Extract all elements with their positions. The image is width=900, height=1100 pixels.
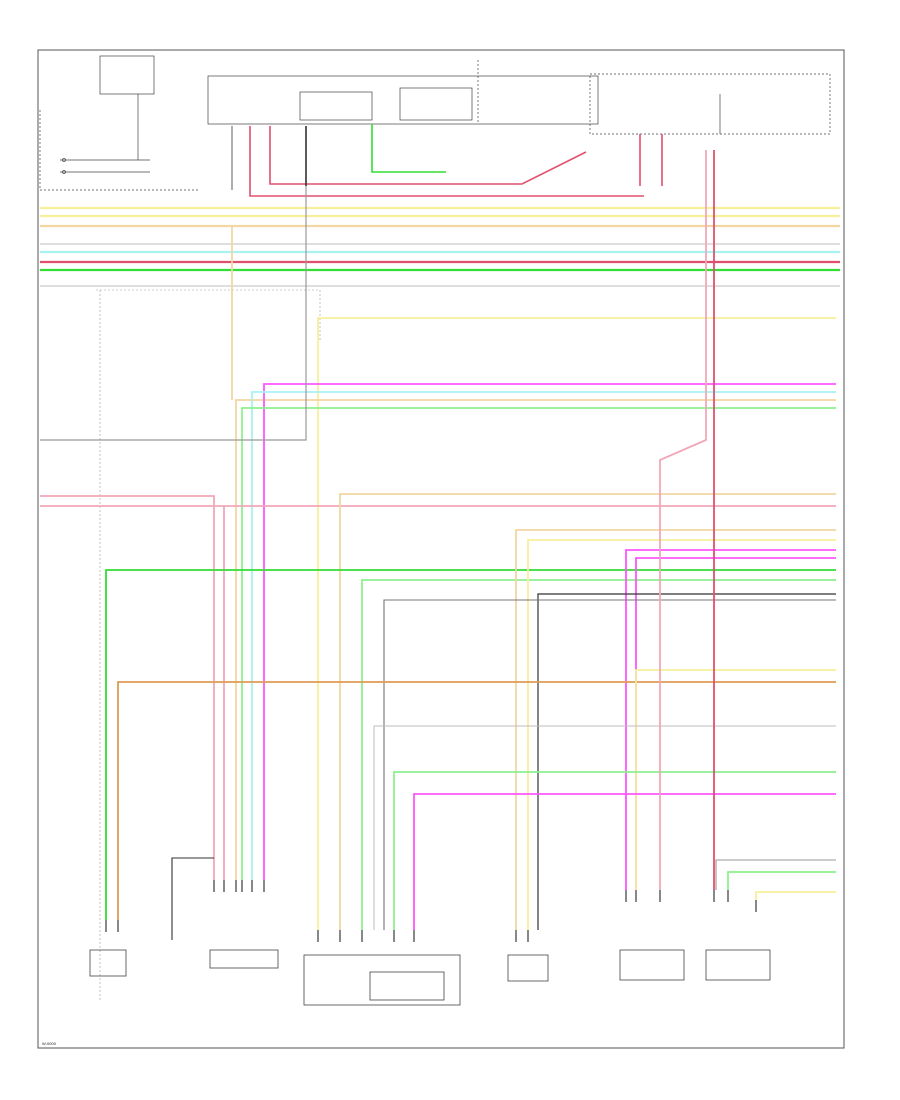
bottom-module-5 <box>619 949 685 981</box>
wire-gray-lower-right <box>715 859 836 890</box>
top-wires <box>231 124 663 197</box>
diagram-code: W-0000 <box>42 1041 57 1046</box>
relay-block-right <box>399 87 473 121</box>
wire-tan-right-1 <box>339 493 836 930</box>
wire-magenta-right-1 <box>625 549 836 890</box>
bottom-module-center <box>303 954 461 1006</box>
wire-yellow-lower-right <box>755 891 836 900</box>
wire-light-green-1 <box>241 407 836 880</box>
wire-magenta-right-2 <box>635 557 836 890</box>
upper-left-module <box>99 55 155 95</box>
wire-yellow-right-2 <box>635 669 836 890</box>
bottom-module-4 <box>507 954 549 982</box>
connector-marks <box>105 880 757 942</box>
wire-black-right-1 <box>537 593 836 930</box>
wire-green-lower <box>393 771 836 930</box>
bottom-module-2 <box>209 949 279 969</box>
wire-green-long <box>105 569 836 920</box>
top-component-area <box>39 55 831 191</box>
diagram-frame <box>37 49 845 1049</box>
wire-magenta-lower <box>413 793 836 930</box>
wire-top-red-loop <box>249 126 644 197</box>
wire-pink-left-1 <box>40 495 215 880</box>
wire-light-blue-1 <box>251 391 836 880</box>
wire-orange-long <box>117 681 836 920</box>
bottom-module-center-inner <box>369 971 445 1001</box>
wire-gray-drop <box>40 186 307 441</box>
routed-wires <box>40 150 836 940</box>
wire-yellow-right-1 <box>527 539 836 930</box>
wire-top-green <box>371 124 446 173</box>
wire-green-2 <box>361 579 836 930</box>
central-module <box>207 75 599 125</box>
wire-tan-1 <box>235 399 836 880</box>
relay-block-left <box>299 91 373 121</box>
wire-magenta-1 <box>263 383 836 880</box>
wire-black-right-2 <box>383 599 836 930</box>
bottom-module-6 <box>705 949 771 981</box>
bottom-module-1 <box>89 949 127 977</box>
upper-right-module <box>589 73 831 135</box>
legend-area <box>96 289 321 1000</box>
wire-tan-right-2 <box>515 529 836 930</box>
wire-white-1 <box>373 725 836 930</box>
wire-green-lower-right <box>727 871 836 890</box>
wire-yellow-long <box>317 317 836 930</box>
bottom-components <box>89 949 771 1006</box>
horizontal-bus <box>40 206 840 287</box>
wire-red-right-1 <box>659 150 707 890</box>
wire-black-small <box>171 857 214 940</box>
wire-top-red-2 <box>269 126 587 185</box>
